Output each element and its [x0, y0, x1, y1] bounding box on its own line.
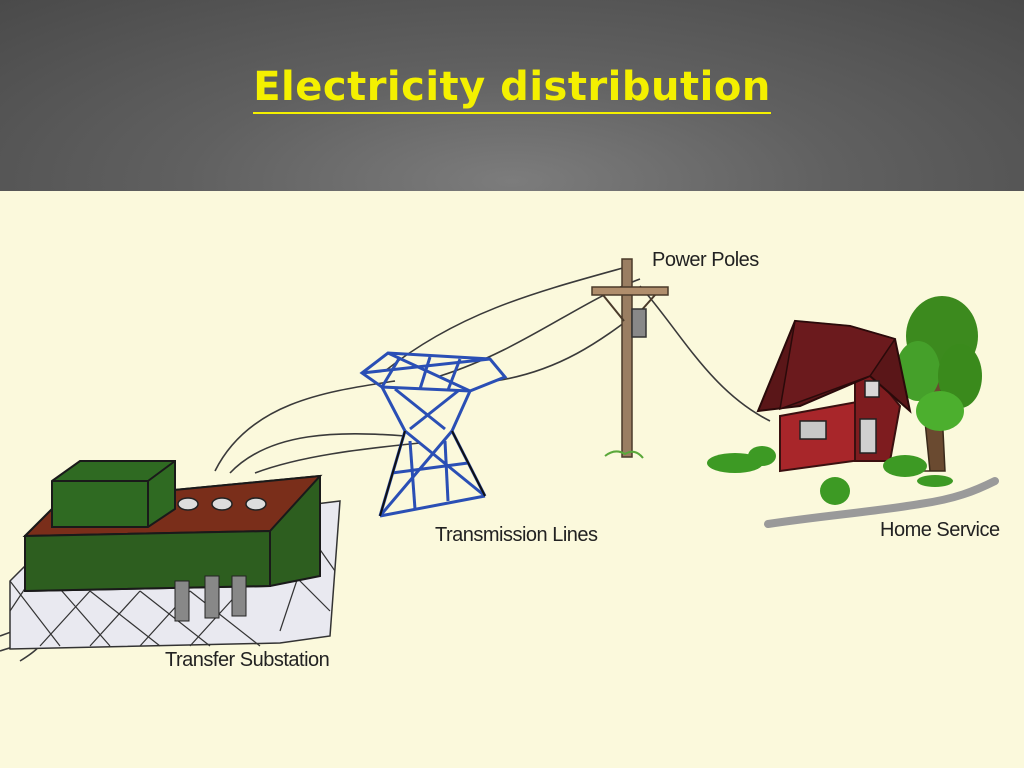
distribution-illustration: Transfer Substation Transmission Lines P…	[0, 249, 1000, 671]
tree	[896, 296, 982, 472]
transmission-lines-label: Transmission Lines	[435, 524, 598, 546]
power-wires	[0, 265, 771, 662]
transfer-substation-label: Transfer Substation	[165, 649, 329, 671]
power-pole	[591, 258, 669, 459]
pole-transformer	[631, 308, 647, 338]
transfer-substation-drawing: Transfer Substation	[9, 460, 341, 671]
house-window	[864, 380, 880, 398]
title-banner: Electricity distribution	[0, 0, 1024, 191]
home-house	[756, 319, 912, 473]
house-door	[859, 418, 877, 454]
power-poles-label: Power Poles	[652, 249, 759, 271]
shrubs	[707, 446, 953, 505]
home-service-path	[764, 477, 999, 528]
diagram-canvas: Transfer Substation Transmission Lines P…	[0, 191, 1024, 768]
house-window	[799, 420, 827, 440]
home-service-label: Home Service	[880, 519, 1000, 541]
slide-title: Electricity distribution	[0, 64, 1024, 114]
tower-outline	[379, 430, 486, 517]
